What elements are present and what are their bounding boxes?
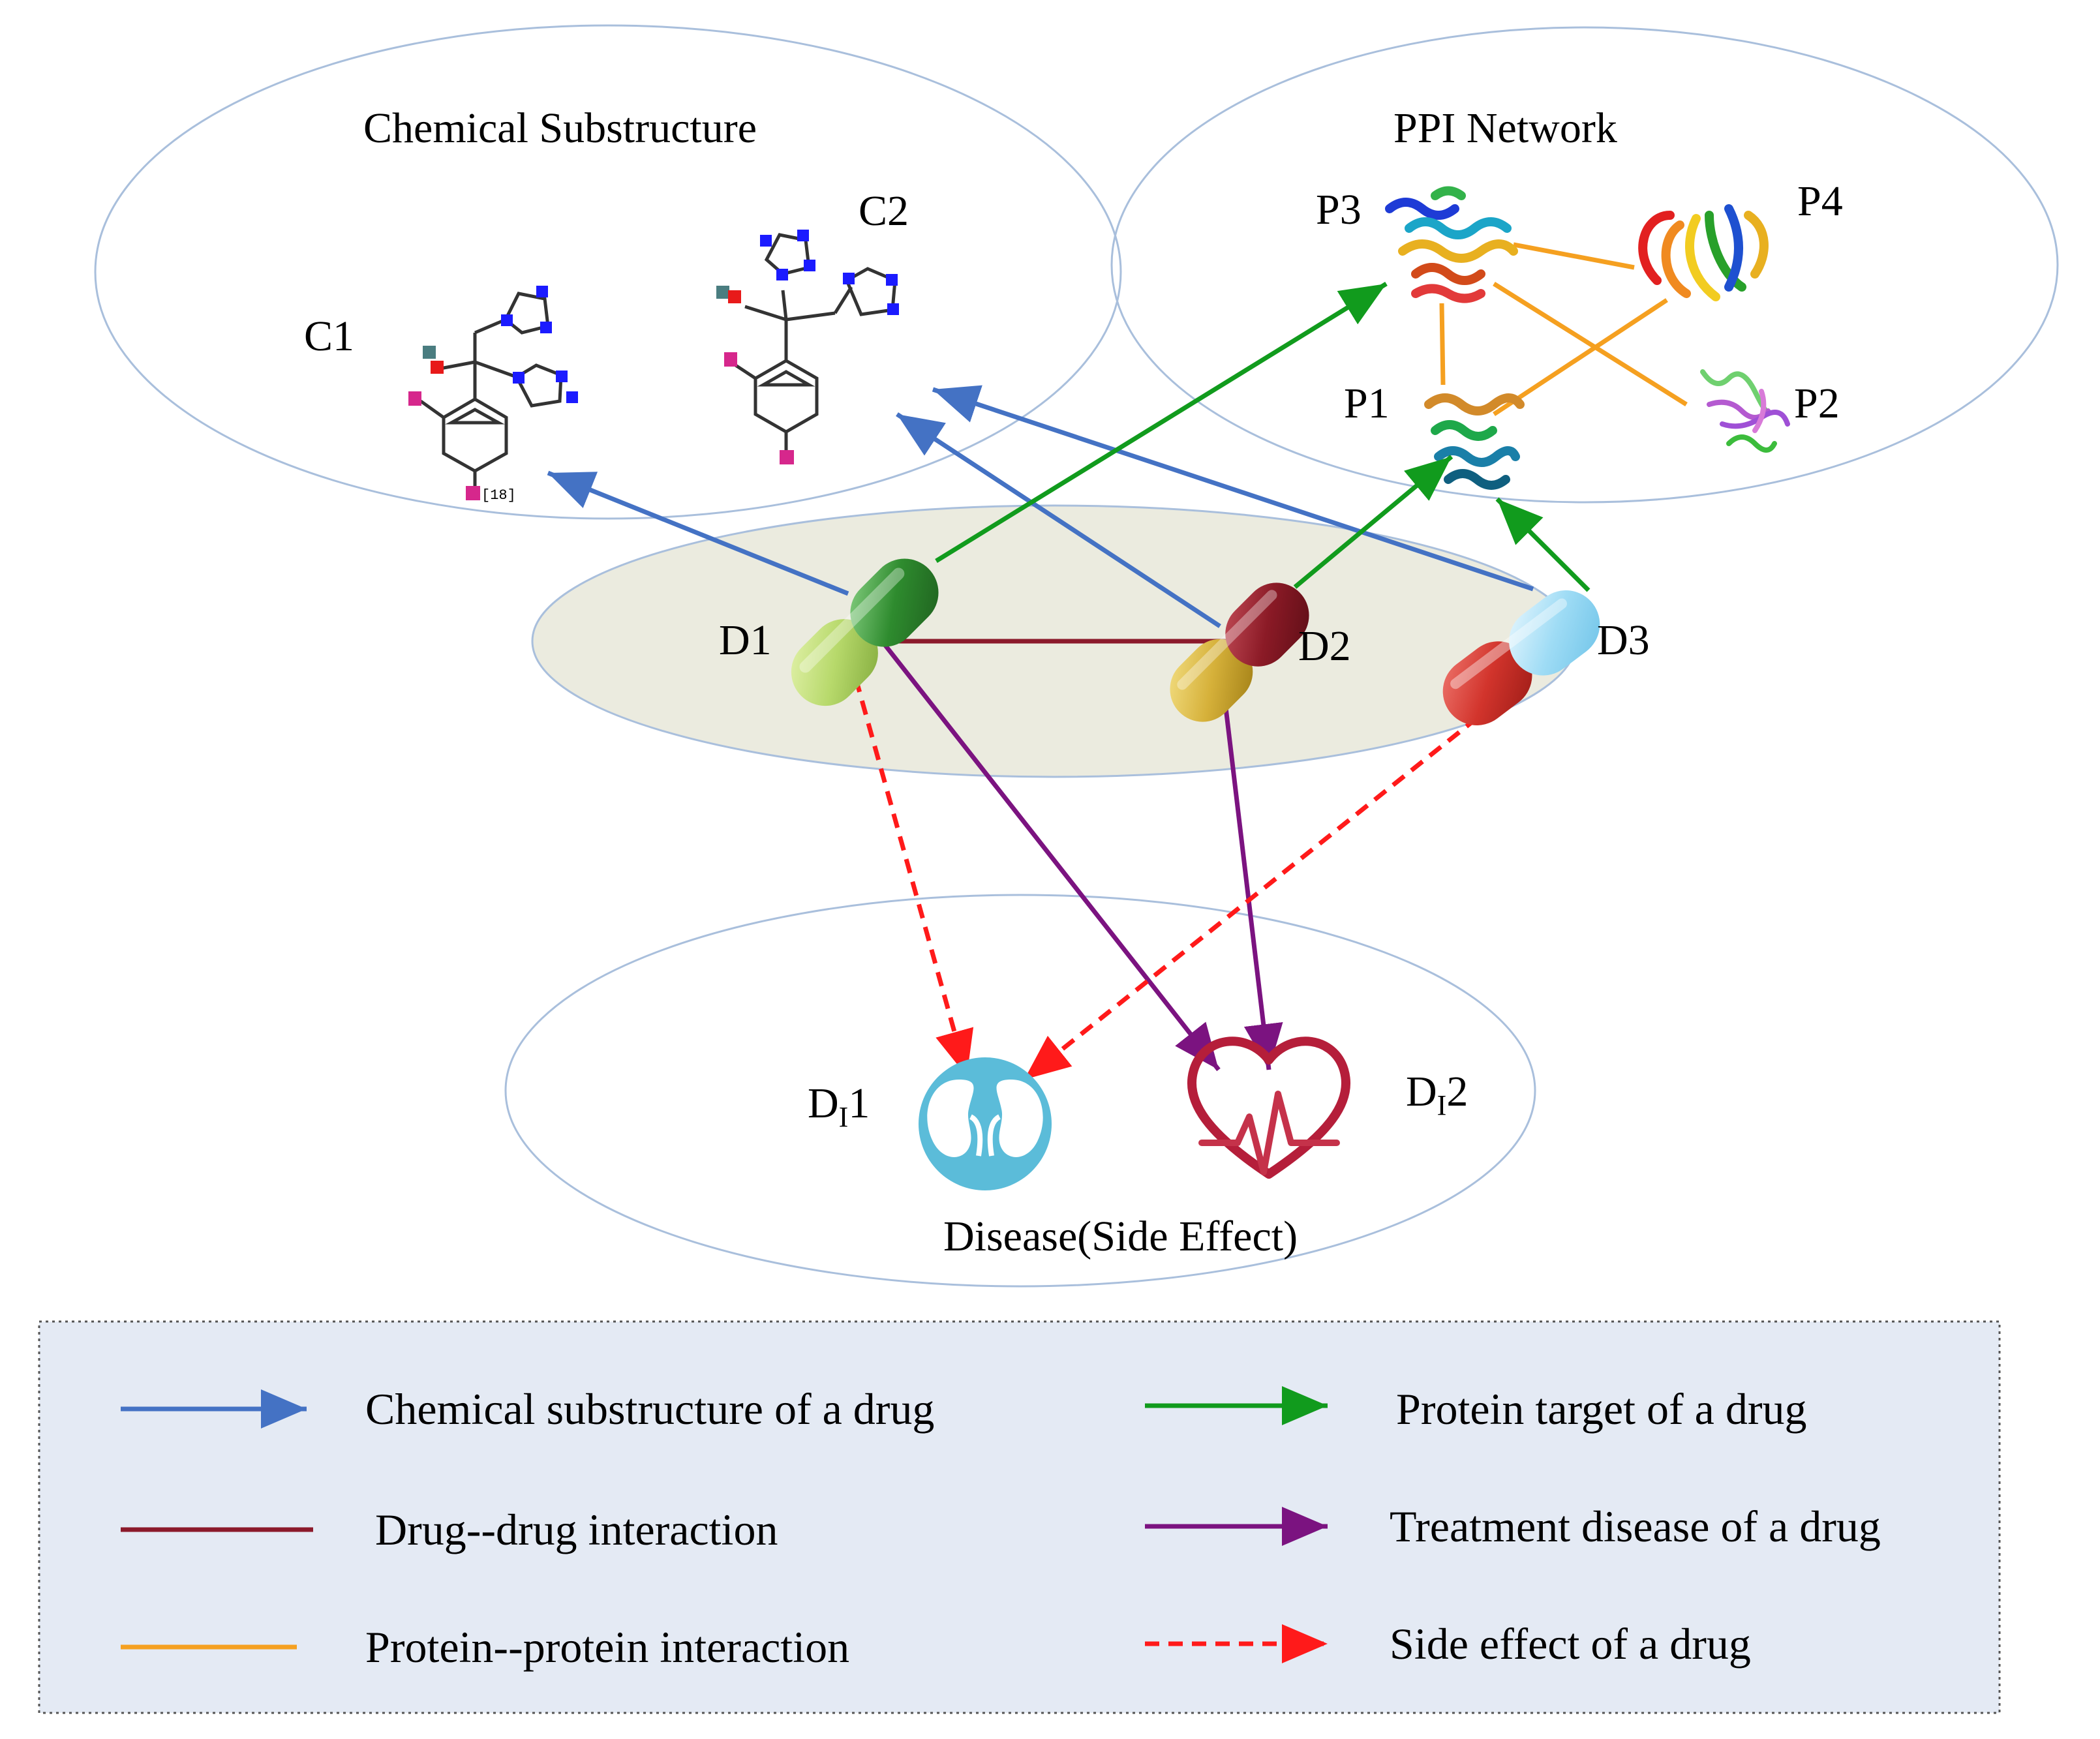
protein-p1-icon [1424,393,1525,490]
protein-p3-label: P3 [1316,186,1362,234]
ppi-edges [1439,242,1688,416]
protein-p2-icon [1700,369,1790,453]
legend-chem-sub-label: Chemical substructure of a drug [365,1384,934,1434]
side-effect-edges [847,655,1480,1081]
edge-d2-di2 [1221,691,1283,1070]
drug-d1-label: D1 [719,616,772,664]
protein-p4-label: P4 [1797,177,1843,225]
protein-p1-label: P1 [1344,380,1390,427]
ppi-edge-p4-p1 [1493,298,1668,416]
legend-side-effect-label: Side effect of a drug [1390,1619,1751,1669]
ppi-network-group [1110,26,2059,504]
disease-di1-label: DI1 [808,1080,870,1133]
drug-d2-label: D2 [1298,622,1351,670]
legend-treatment-label: Treatment disease of a drug [1390,1502,1881,1551]
legend-box [38,1320,2001,1714]
edge-d2-p1 [1293,455,1453,589]
molecule-c2-icon [716,230,899,464]
edge-d3-p1 [1495,497,1590,592]
chemical-substructure-group [94,24,1122,520]
disease-group [504,894,1536,1288]
chemical-substructure-title: Chemical Substructure [363,104,757,152]
ppi-edge-p3-p1 [1439,303,1446,386]
chemical-substructure-edges [547,385,1534,628]
protein-target-edges [935,282,1590,592]
edge-d1-p3 [935,282,1388,563]
protein-p3-icon [1385,186,1518,303]
heart-ecg-icon [1187,1036,1351,1179]
disease-di2-label: DI2 [1406,1068,1468,1121]
molecule-c1-icon [408,286,578,500]
ppi-edge-p3-p4 [1513,242,1635,270]
edge-d2-c2 [896,412,1221,628]
protein-p4-icon [1638,204,1769,301]
kidney-icon [919,1057,1052,1190]
protein-p2-label: P2 [1794,380,1840,427]
legend-ddi-label: Drug--drug interaction [375,1505,778,1554]
molecule-c1-label-badge: [18] [481,487,516,504]
chemical-c1-label: C1 [304,312,354,360]
treatment-edges [880,639,1283,1072]
drug-d3-label: D3 [1597,616,1650,664]
ppi-edge-p3-p2 [1493,282,1688,406]
ppi-network-title: PPI Network [1393,104,1617,152]
capsule-d1-icon [791,558,939,706]
chemical-c2-label: C2 [859,187,909,235]
disease-title: Disease(Side Effect) [943,1213,1298,1260]
edge-d1-c1 [547,470,849,596]
edge-d3-di1 [1022,716,1480,1081]
legend-target-label: Protein target of a drug [1396,1384,1806,1434]
edge-d1-di2 [880,639,1221,1072]
legend-ppi-label: Protein--protein interaction [365,1622,849,1672]
capsule-d3-icon [1442,590,1600,725]
edge-d1-di1 [847,655,974,1077]
capsule-d2-icon [1170,582,1309,722]
edge-d3-c2 [932,385,1534,592]
